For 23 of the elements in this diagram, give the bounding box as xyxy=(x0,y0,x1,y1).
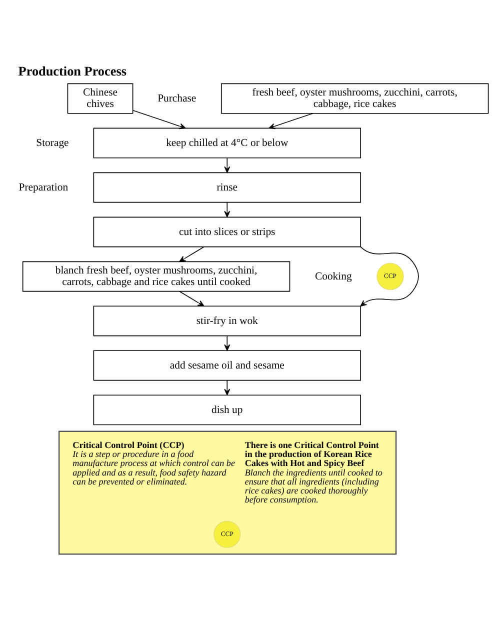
arrow xyxy=(179,290,204,306)
arrow xyxy=(224,334,230,350)
arrow xyxy=(132,109,186,129)
label: Storage xyxy=(36,136,69,148)
node-box: rinse xyxy=(93,172,361,202)
label: Purchase xyxy=(158,92,196,104)
label: Cooking xyxy=(314,270,352,282)
node-box: fresh beef, oyster mushrooms, zucchini, carrots, cabbage, rice cakes xyxy=(220,82,489,114)
node-box: keep chilled at 4°C or below xyxy=(93,127,361,158)
arrow xyxy=(224,201,230,217)
node-box: stir-fry in wok xyxy=(93,305,361,336)
node-box: dish up xyxy=(93,394,361,425)
arrow xyxy=(268,112,314,129)
diagram-title: Production Process xyxy=(18,62,126,78)
arrow xyxy=(224,379,230,395)
arrow xyxy=(224,156,230,172)
node-box: cut into slices or strips xyxy=(93,216,361,247)
arrow xyxy=(360,246,419,306)
node-box: blanch fresh beef, oyster mushrooms, zucchini, carrots, cabbage and rice cakes until cooked xyxy=(22,260,290,292)
node-box: add sesame oil and sesame xyxy=(93,350,361,380)
label: Preparation xyxy=(18,180,68,193)
arrow xyxy=(179,246,204,262)
node-box: Chinese chives xyxy=(67,82,134,114)
